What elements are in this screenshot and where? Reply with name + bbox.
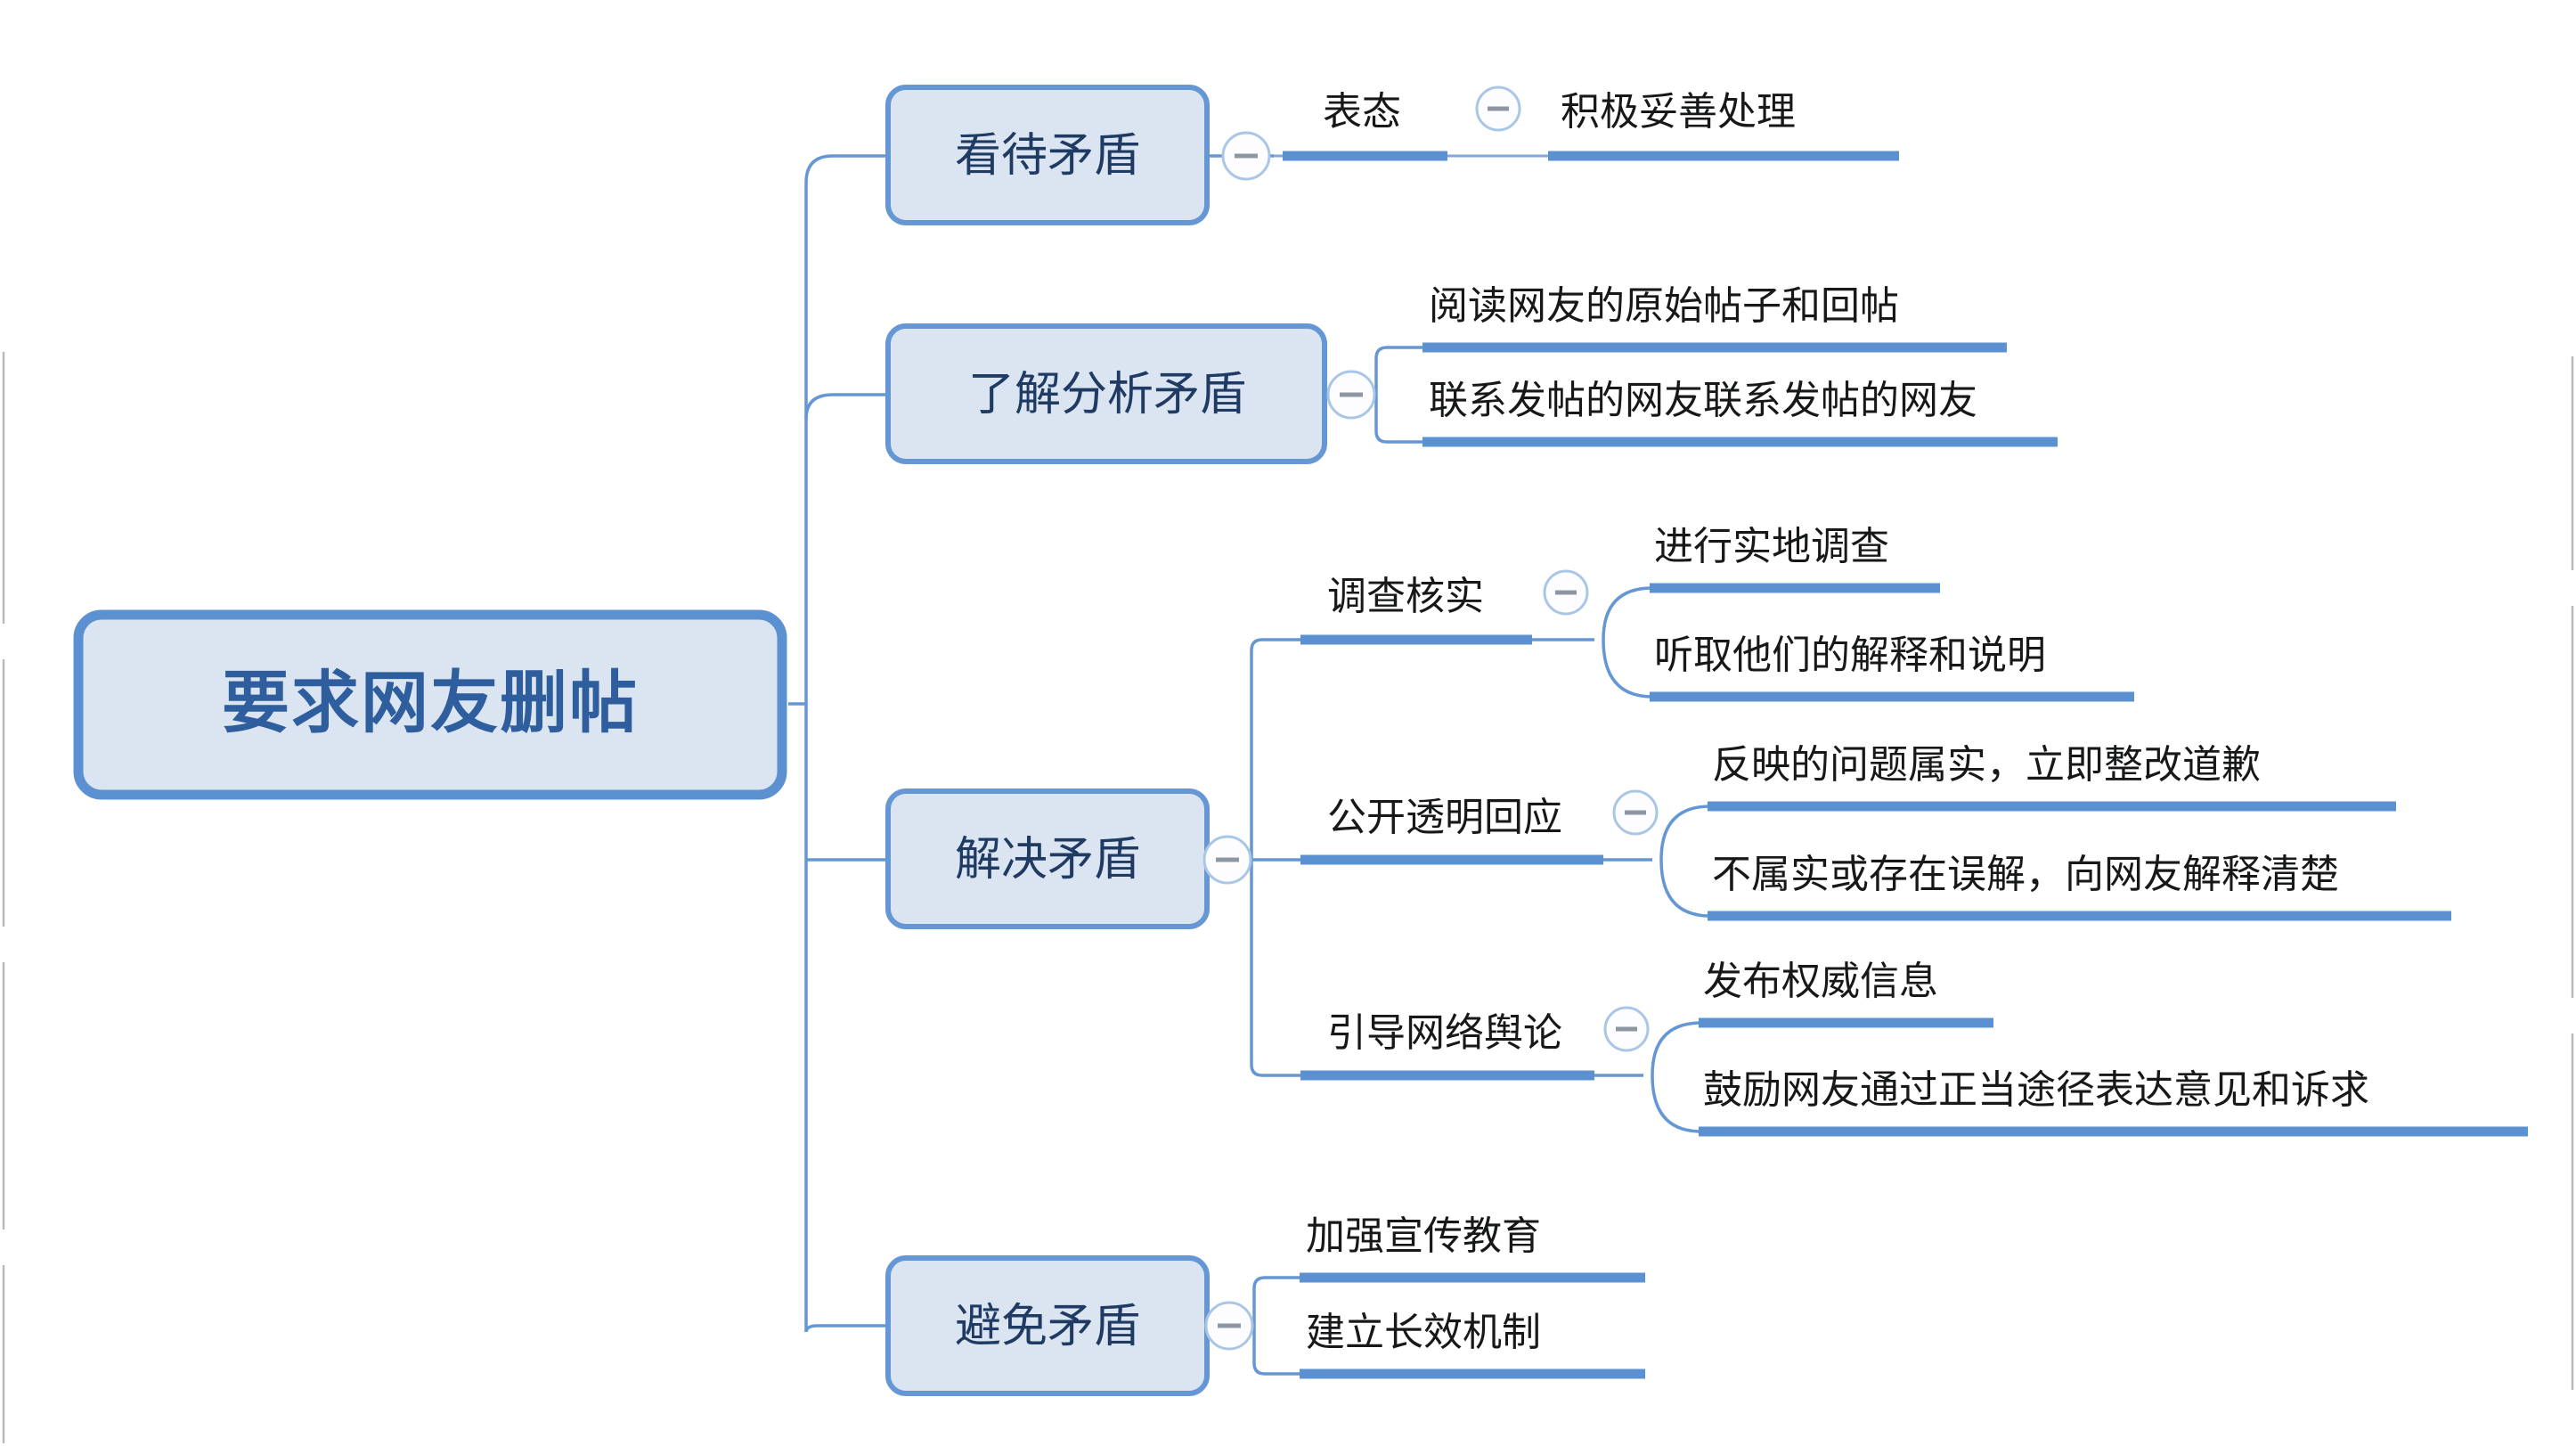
branch-4-child-2-label: 建立长效机制: [1306, 1310, 1541, 1355]
branch-2-child-1-label: 阅读网友的原始帖子和回帖: [1429, 283, 1899, 329]
connector-to-branch-2: [804, 393, 886, 420]
underline-layer: [1283, 151, 2528, 1379]
branch-node-1-box[interactable]: [885, 85, 1210, 225]
collapse-toggle-icon-branch-3-child-2[interactable]: [1612, 789, 1659, 836]
branch-node-2-box[interactable]: [885, 323, 1327, 464]
branch-3-child-3-label: 引导网络舆论: [1327, 1010, 1562, 1056]
branch-node-4-label: 避免矛盾: [955, 1300, 1140, 1353]
branch-3-child-2-label: 公开透明回应: [1327, 795, 1562, 840]
branch-1-child-1-leaf-1-label: 积极妥善处理: [1561, 89, 1796, 135]
collapse-toggle-icon-branch-3[interactable]: [1202, 835, 1252, 885]
branch-3-child-1-leaf-2-label: 听取他们的解释和说明: [1654, 633, 2046, 678]
branch-node-3-label: 解决矛盾: [955, 833, 1140, 886]
connector-b2-bracket: [1374, 346, 1425, 444]
branch-3-child-1-leaf-1-label: 进行实地调查: [1654, 524, 1889, 569]
connector-b3-bracket: [1250, 638, 1300, 1077]
branch-3-child-2-leaf-2-label: 不属实或存在误解，向网友解释清楚: [1712, 852, 2339, 897]
collapse-toggle-icon-branch-3-child-1[interactable]: [1543, 569, 1589, 616]
branch-3-child-2-leaf-1-label: 反映的问题属实，立即整改道歉: [1712, 742, 2261, 788]
branch-node-2-label: 了解分析矛盾: [968, 368, 1246, 421]
root-node-box[interactable]: [73, 609, 787, 800]
connector-b4-bracket: [1252, 1276, 1302, 1376]
collapse-toggle-icon-branch-3-child-3[interactable]: [1603, 1006, 1650, 1052]
collapse-toggle-icon-branch-1[interactable]: [1221, 131, 1271, 181]
branch-4-child-1-label: 加强宣传教育: [1306, 1213, 1541, 1259]
connector-b3s2-fork: [1659, 805, 1711, 918]
collapse-toggle-icon-branch-2[interactable]: [1326, 370, 1376, 420]
connector-to-branch-1: [804, 154, 886, 184]
branch-node-1-label: 看待矛盾: [955, 129, 1140, 183]
connector-b3s1-fork: [1602, 586, 1653, 698]
connector-b3s3-fork: [1651, 1021, 1702, 1133]
branch-node-4[interactable]: 避免矛盾: [885, 1255, 1210, 1396]
branch-node-3[interactable]: 解决矛盾: [885, 788, 1210, 929]
branch-3-child-3-leaf-1-label: 发布权威信息: [1703, 959, 1938, 1004]
branch-1-child-1-label: 表态: [1323, 89, 1401, 135]
branch-node-2[interactable]: 了解分析矛盾: [885, 323, 1327, 464]
branch-2-child-2-label: 联系发帖的网友联系发帖的网友: [1429, 378, 1977, 423]
collapse-toggle-icon-branch-1-child-1[interactable]: [1475, 86, 1521, 132]
root-node[interactable]: 要求网友删帖: [73, 609, 787, 800]
page-edge-marks: [2, 352, 2574, 1443]
branch-node-1[interactable]: 看待矛盾: [885, 85, 1210, 225]
root-node-label: 要求网友删帖: [222, 663, 639, 742]
connector-to-branch-4: [804, 1324, 886, 1333]
branch-3-child-1-label: 调查核实: [1327, 574, 1484, 619]
collapse-toggle-icon-branch-4[interactable]: [1204, 1301, 1254, 1351]
branch-3-child-3-leaf-2-label: 鼓励网友通过正当途径表达意见和诉求: [1703, 1067, 2369, 1113]
